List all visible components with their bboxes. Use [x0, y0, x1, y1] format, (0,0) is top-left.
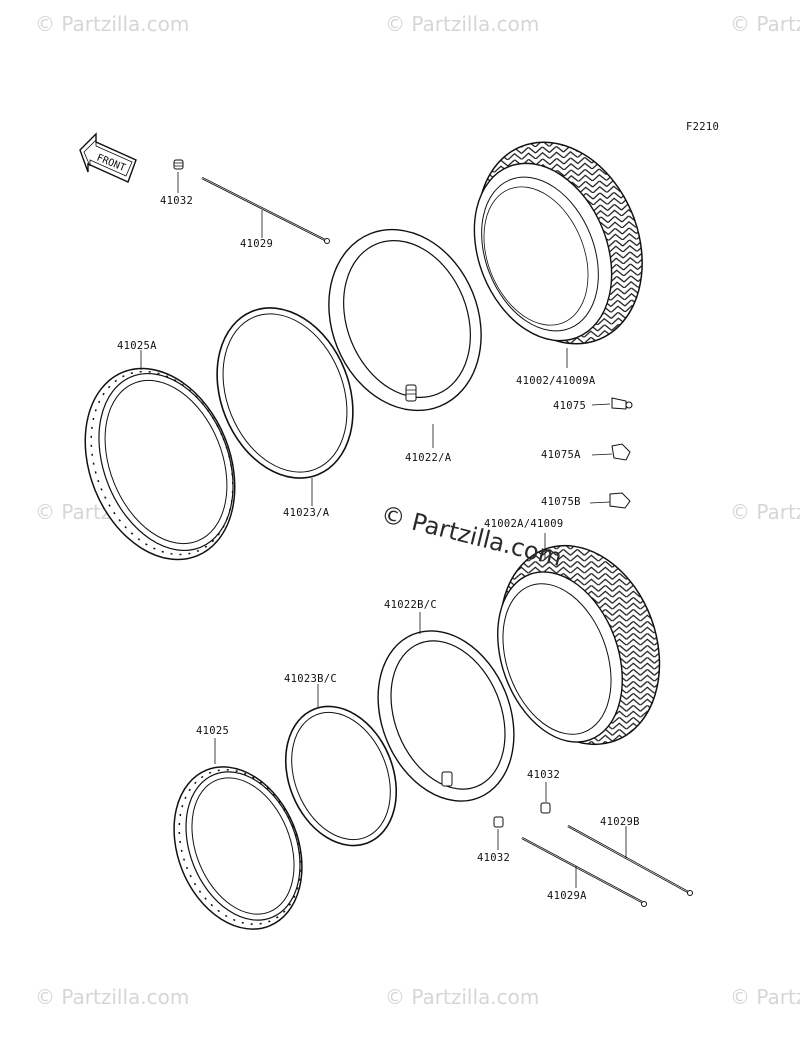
part-label-41025[interactable]: 41025 [196, 725, 230, 737]
part-label-41075B[interactable]: 41075B [541, 496, 581, 508]
part-label-41029A[interactable]: 41029A [547, 890, 587, 902]
part-label-41032-right[interactable]: 41032 [527, 769, 561, 781]
valve-nut-41032-bottom [493, 816, 504, 850]
tire-41002 [473, 141, 643, 368]
valve-cap-41075A [591, 443, 631, 461]
part-label-41032-bottom[interactable]: 41032 [477, 852, 511, 864]
watermark: © Partzilla.com [385, 985, 540, 1009]
front-arrow-icon: FRONT [79, 132, 137, 183]
inner-tube-41022 [328, 228, 482, 448]
watermark: © Partzilla.com [730, 500, 800, 524]
part-label-41022BC[interactable]: 41022B/C [384, 599, 437, 611]
watermark: © Partzilla.com [385, 12, 540, 36]
valve-cap-41075B [589, 492, 631, 509]
part-label-41023A[interactable]: 41023/A [283, 507, 330, 519]
part-label-41029B[interactable]: 41029B [600, 816, 640, 828]
spoke-41029B [567, 825, 693, 896]
rim-41025 [173, 738, 303, 930]
rim-band-41023B [284, 684, 398, 847]
part-label-41002-41009A[interactable]: 41002/41009A [516, 375, 596, 387]
spoke-41029 [201, 177, 330, 244]
watermark: © Partzilla.com [730, 985, 800, 1009]
part-label-41075A[interactable]: 41075A [541, 449, 581, 461]
watermark: © Partzilla.com [35, 985, 190, 1009]
part-label-41002A-41009[interactable]: 41002A/41009 [484, 518, 564, 530]
valve-nut-41032-top [173, 159, 184, 193]
spoke-41029A [521, 837, 647, 907]
watermark: © Partzilla.com [730, 12, 800, 36]
part-label-41032[interactable]: 41032 [160, 195, 194, 207]
part-label-41029[interactable]: 41029 [240, 238, 274, 250]
valve-nut-41032-right [540, 782, 551, 814]
diagram-code: F2210 [686, 121, 720, 133]
watermark: © Partzilla.com [35, 12, 190, 36]
part-label-41023BC[interactable]: 41023B/C [284, 673, 337, 685]
rim-41025A [84, 350, 236, 561]
part-label-41025A[interactable]: 41025A [117, 340, 157, 352]
tire-41002A [497, 533, 661, 746]
valve-cap-41075 [591, 397, 633, 410]
rim-band-41023 [216, 307, 354, 506]
part-label-41022A[interactable]: 41022/A [405, 452, 452, 464]
part-label-41075[interactable]: 41075 [553, 400, 587, 412]
inner-tube-41022B [377, 612, 515, 802]
